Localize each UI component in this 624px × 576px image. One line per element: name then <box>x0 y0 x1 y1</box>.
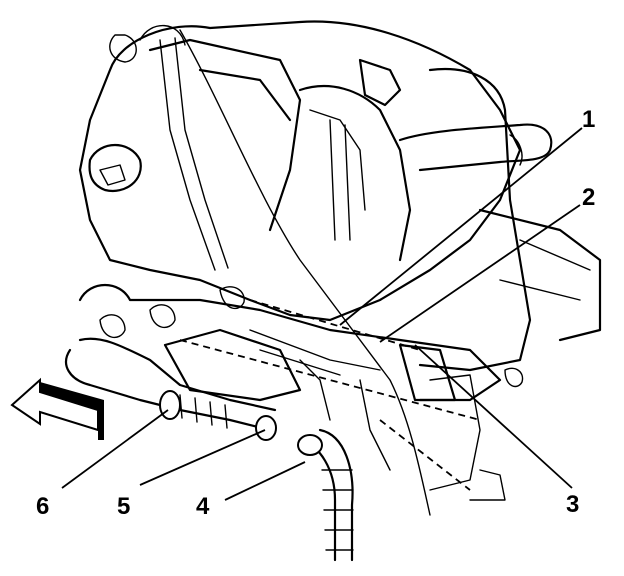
alignment-guides <box>179 299 481 491</box>
callout-5: 5 <box>117 493 130 520</box>
cable <box>179 29 431 516</box>
leader-1 <box>339 127 583 326</box>
intake-housing <box>78 20 522 322</box>
clamp-4 <box>297 434 323 456</box>
leader-3 <box>414 344 573 489</box>
callout-4: 4 <box>196 493 210 520</box>
clamp-5 <box>255 415 277 441</box>
hose-clamps <box>159 390 323 456</box>
front-direction-arrow-icon <box>10 377 104 440</box>
leader-5 <box>139 429 266 486</box>
leader-4 <box>224 461 306 501</box>
callout-1: 1 <box>582 106 595 133</box>
leader-6 <box>61 409 169 489</box>
callout-labels: 1 2 3 4 5 6 <box>36 106 595 520</box>
callout-3: 3 <box>566 491 579 518</box>
leader-lines <box>61 127 583 501</box>
callout-6: 6 <box>36 493 49 520</box>
callout-2: 2 <box>582 184 595 211</box>
lower-bracket <box>78 284 524 471</box>
clamp-6 <box>159 390 181 420</box>
coolant-reservoir <box>398 68 602 501</box>
leader-2 <box>379 204 581 343</box>
